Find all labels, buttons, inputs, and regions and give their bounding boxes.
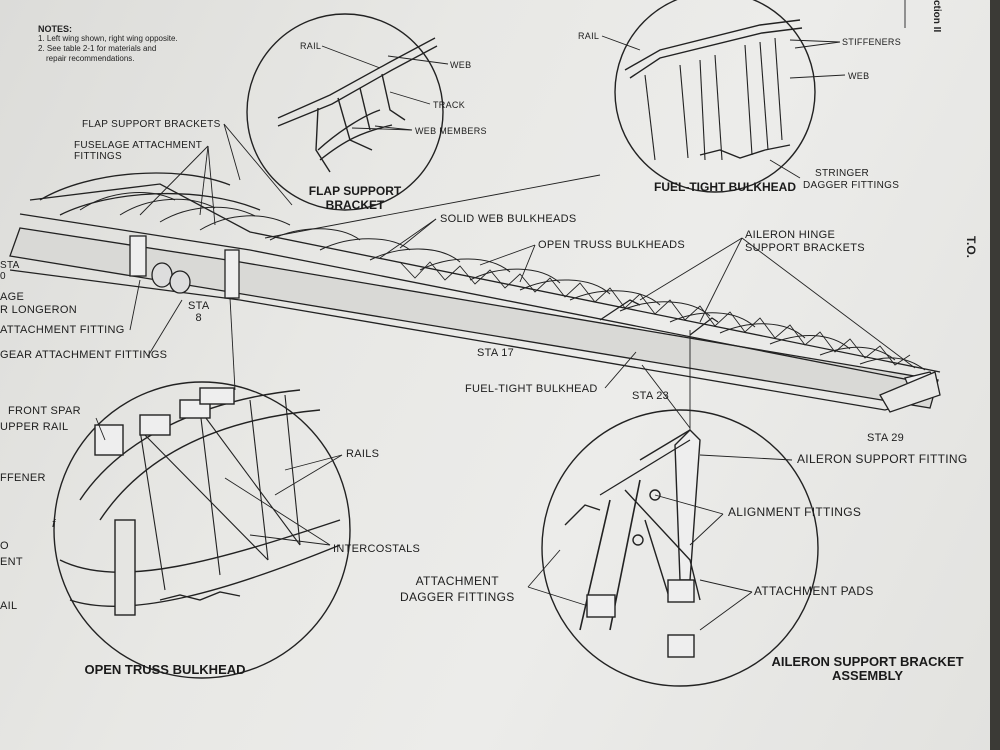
label-web-members: WEB MEMBERS bbox=[415, 126, 487, 136]
label-sta-8: STA 8 bbox=[188, 300, 209, 324]
label-attach-dagger-line-1: ATTACHMENT bbox=[415, 574, 499, 588]
caption-aileron-support-bracket: AILERON SUPPORT BRACKET ASSEMBLY bbox=[745, 655, 990, 683]
caption-flap-support-bracket: FLAP SUPPORT BRACKET bbox=[300, 184, 410, 212]
label-stringer-line-1: STRINGER bbox=[815, 168, 870, 179]
label-alignment-fittings: ALIGNMENT FITTINGS bbox=[728, 505, 862, 519]
caption-flap-line-2: BRACKET bbox=[325, 198, 385, 212]
label-gear-attachment: GEAR ATTACHMENT FITTINGS bbox=[0, 349, 168, 361]
label-sta-23: STA 23 bbox=[632, 390, 670, 402]
label-stiffeners: STIFFENERS bbox=[842, 37, 902, 47]
label-front-spar-line-1: FRONT SPAR bbox=[8, 405, 81, 417]
label-attachment-fitting: ATTACHMENT FITTING bbox=[0, 324, 125, 336]
label-sta-0: STA 0 bbox=[0, 260, 20, 282]
label-sta-29: STA 29 bbox=[867, 432, 905, 444]
section-marker: ction II bbox=[931, 0, 942, 33]
notes-block: NOTES: 1. Left wing shown, right wing op… bbox=[38, 24, 178, 64]
label-stringer-dagger: STRINGER DAGGER FITTINGS bbox=[803, 168, 899, 192]
fuel-tight-bulkhead-detail bbox=[614, 0, 816, 193]
label-attach-dagger-line-2: DAGGER FITTINGS bbox=[400, 590, 515, 604]
notes-line-3: repair recommendations. bbox=[46, 54, 135, 63]
label-longeron-line-2: R LONGERON bbox=[0, 304, 77, 316]
label-intercostals: INTERCOSTALS bbox=[333, 543, 421, 555]
label-web-top: WEB bbox=[450, 60, 472, 70]
label-stringer-line-2: DAGGER FITTINGS bbox=[803, 180, 900, 191]
label-solid-web-bulkheads: SOLID WEB BULKHEADS bbox=[440, 213, 577, 225]
label-rail-fuel: RAIL bbox=[578, 31, 600, 41]
label-aileron-hinge: AILERON HINGE SUPPORT BRACKETS bbox=[745, 229, 865, 255]
leader-lines bbox=[95, 35, 916, 631]
label-fuselage-line-1: FUSELAGE ATTACHMENT bbox=[74, 140, 203, 151]
label-sta-0-line-2: 0 bbox=[0, 271, 6, 282]
label-sta-0-line-1: STA bbox=[0, 260, 20, 271]
label-stiffener: FFENER bbox=[0, 472, 46, 484]
label-attachment-dagger: ATTACHMENT DAGGER FITTINGS bbox=[400, 573, 515, 605]
caption-aileron-line-2: ASSEMBLY bbox=[831, 668, 904, 683]
caption-flap-line-1: FLAP SUPPORT bbox=[308, 184, 402, 198]
label-fuel-tight-bulkhead: FUEL-TIGHT BULKHEAD bbox=[465, 383, 598, 395]
label-rail-bottom: AIL bbox=[0, 600, 18, 612]
label-track: TRACK bbox=[433, 100, 466, 110]
label-attachment-pads: ATTACHMENT PADS bbox=[754, 584, 874, 598]
label-aileron-hinge-line-2: SUPPORT BRACKETS bbox=[745, 242, 865, 254]
caption-aileron-line-1: AILERON SUPPORT BRACKET bbox=[771, 654, 964, 669]
page-edge-shadow bbox=[990, 0, 1000, 750]
wing-assembly bbox=[9, 172, 941, 413]
label-longeron: AGE R LONGERON bbox=[0, 291, 77, 317]
label-longeron-line-1: AGE bbox=[0, 291, 25, 303]
label-flap-support-brackets: FLAP SUPPORT BRACKETS bbox=[82, 119, 221, 130]
label-open-truss-bulkheads: OPEN TRUSS BULKHEADS bbox=[538, 239, 686, 251]
aileron-support-bracket-detail bbox=[541, 409, 819, 687]
label-sta-8-line-2: 8 bbox=[195, 312, 202, 324]
notes-line-1: 1. Left wing shown, right wing opposite. bbox=[38, 34, 178, 43]
label-aileron-hinge-line-1: AILERON HINGE bbox=[745, 229, 836, 241]
notes-line-2: 2. See table 2-1 for materials and bbox=[38, 44, 157, 53]
label-rails: RAILS bbox=[346, 448, 380, 460]
label-aileron-support-fitting: AILERON SUPPORT FITTING bbox=[797, 452, 968, 466]
caption-fuel-tight-bulkhead: FUEL-TIGHT BULKHEAD bbox=[654, 180, 796, 194]
margin-tab: T.O. bbox=[964, 236, 978, 259]
open-truss-bulkhead-detail bbox=[53, 381, 351, 679]
label-sta-17: STA 17 bbox=[477, 347, 515, 359]
notes-heading: NOTES: bbox=[38, 24, 73, 34]
flap-support-bracket-detail bbox=[246, 13, 444, 211]
label-web-fuel: WEB bbox=[848, 71, 870, 81]
label-f-mark: f bbox=[52, 518, 56, 530]
label-front-spar-line-2: UPPER RAIL bbox=[0, 421, 69, 433]
label-ent: ENT bbox=[0, 556, 23, 568]
caption-open-truss-bulkhead: OPEN TRUSS BULKHEAD bbox=[84, 662, 246, 677]
label-rail-top: RAIL bbox=[300, 41, 322, 51]
label-o-mark: O bbox=[0, 540, 9, 552]
label-fuselage-line-2: FITTINGS bbox=[74, 151, 122, 162]
label-front-spar: FRONT SPAR UPPER RAIL bbox=[0, 403, 81, 435]
label-fuselage-attachment: FUSELAGE ATTACHMENT FITTINGS bbox=[74, 140, 202, 162]
label-sta-8-line-1: STA bbox=[188, 300, 210, 312]
